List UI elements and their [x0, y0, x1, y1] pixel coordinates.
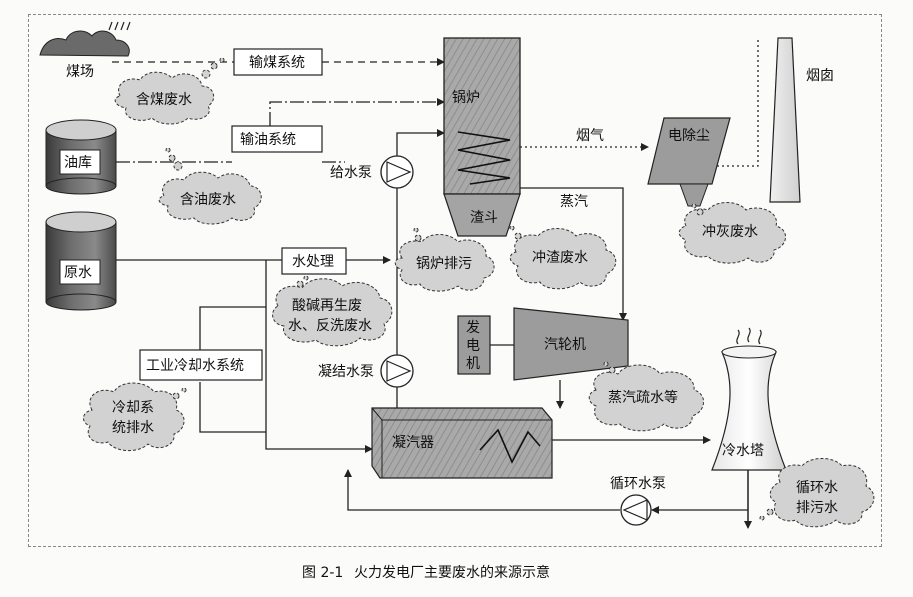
- circ-blowdown-label-2: 排污水: [796, 500, 838, 516]
- esp-chimney-line: [712, 40, 759, 167]
- cloud-coal-wastewater: [114, 57, 225, 125]
- figure-number: 图 2-1: [302, 565, 343, 581]
- esp: 电除尘: [647, 117, 731, 207]
- cloud-ash-flushing: [678, 202, 786, 264]
- cooling-tower: 冷水塔: [711, 327, 787, 471]
- raw-water-tank: 原水: [45, 211, 117, 311]
- condensate-pump: 凝结水泵: [318, 354, 414, 388]
- flue-gas-label: 烟气: [576, 128, 604, 144]
- cloud-acid-alkali: [272, 275, 393, 347]
- coal-conveying-system: 输煤系统: [233, 48, 323, 76]
- water-treatment-label: 水处理: [292, 254, 334, 270]
- ind-cooling-line-1: [199, 306, 266, 350]
- cloud-oily-wastewater: [158, 147, 262, 225]
- rawwater-cond-line: [265, 260, 373, 453]
- coal-wastewater-label: 含煤废水: [136, 92, 192, 108]
- circ-line-2: [344, 469, 620, 511]
- coal-yard: 煤场: [39, 21, 131, 80]
- generator-label-1: 发: [466, 320, 480, 336]
- feed-pump-label: 给水泵: [330, 165, 372, 181]
- generator-label-3: 机: [466, 356, 480, 372]
- steam-line: [520, 187, 627, 321]
- condenser-label: 凝汽器: [392, 435, 434, 451]
- cooling-drain-label-1: 冷却系: [112, 400, 154, 416]
- circ-blowdown-label-1: 循环水: [796, 480, 838, 496]
- cloud-slag-flushing: [509, 225, 617, 290]
- coal-pile: [39, 30, 130, 57]
- cloud-boiler-blowdown: [394, 227, 495, 292]
- coal-conveying-label: 输煤系统: [249, 55, 305, 71]
- oil-depot: 油库: [45, 119, 117, 195]
- slag-hopper: [443, 193, 521, 237]
- acid-alkali-label-1: 酸碱再生废: [292, 298, 362, 314]
- circ-pump-label: 循环水泵: [610, 476, 666, 492]
- cooling-drain-label-2: 统排水: [112, 420, 154, 436]
- cloud-cooling-drain: [83, 382, 187, 451]
- steam-plume-icon: [736, 327, 762, 345]
- turbine-label: 汽轮机: [544, 337, 586, 353]
- rain-icon: [108, 21, 131, 31]
- boiler-coil: [457, 131, 511, 185]
- esp-hopper: [679, 183, 709, 207]
- condensate-pump-label: 凝结水泵: [318, 364, 374, 380]
- oil-depot-label: 油库: [64, 155, 92, 171]
- condenser: 凝汽器: [371, 407, 553, 479]
- steam-drain-label: 蒸汽疏水等: [608, 389, 678, 406]
- steam-turbine: 汽轮机: [513, 307, 629, 381]
- generator: 发 电 机: [457, 315, 491, 375]
- figure-title: 火力发电厂主要废水的来源示意: [354, 564, 550, 581]
- oily-wastewater-label: 含油废水: [180, 192, 236, 208]
- flow-lines: [112, 40, 759, 529]
- boiler-blowdown-label: 锅炉排污: [416, 256, 472, 272]
- wastewater-clouds: [83, 57, 875, 528]
- oil-line-2: [269, 98, 445, 126]
- chimney: 烟囱: [769, 37, 834, 203]
- coal-yard-label: 煤场: [66, 64, 94, 80]
- cloud-circ-blowdown: [759, 458, 875, 528]
- esp-label: 电除尘: [668, 128, 710, 144]
- industrial-cooling-system: 工业冷却水系统: [139, 349, 263, 381]
- oil-conveying-label: 输油系统: [240, 132, 296, 148]
- diagram-frame: [28, 14, 882, 547]
- acid-alkali-label-2: 水、反洗废水: [288, 318, 372, 334]
- condenser-coil: [479, 428, 541, 464]
- boiler: 锅炉 渣斗: [443, 37, 521, 237]
- ind-cooling-line-2: [199, 382, 266, 433]
- circulating-pump: 循环水泵: [610, 476, 666, 526]
- raw-water-label: 原水: [64, 265, 92, 281]
- slag-flushing-label: 冲渣废水: [532, 250, 588, 266]
- chimney-label: 烟囱: [806, 68, 834, 84]
- water-treatment: 水处理: [281, 247, 347, 275]
- oil-conveying-system: 输油系统: [231, 125, 323, 153]
- cooling-tower-label: 冷水塔: [722, 443, 764, 459]
- steam-label: 蒸汽: [560, 194, 588, 210]
- ash-flushing-label: 冲灰废水: [702, 224, 758, 240]
- feed-pump: 给水泵: [330, 155, 414, 189]
- slag-hopper-label: 渣斗: [470, 210, 498, 226]
- feed-line-3: [396, 129, 445, 156]
- boiler-label: 锅炉: [452, 90, 480, 106]
- industrial-cooling-label: 工业冷却水系统: [146, 358, 244, 374]
- generator-label-2: 电: [466, 338, 480, 354]
- cloud-steam-drain: [588, 361, 704, 432]
